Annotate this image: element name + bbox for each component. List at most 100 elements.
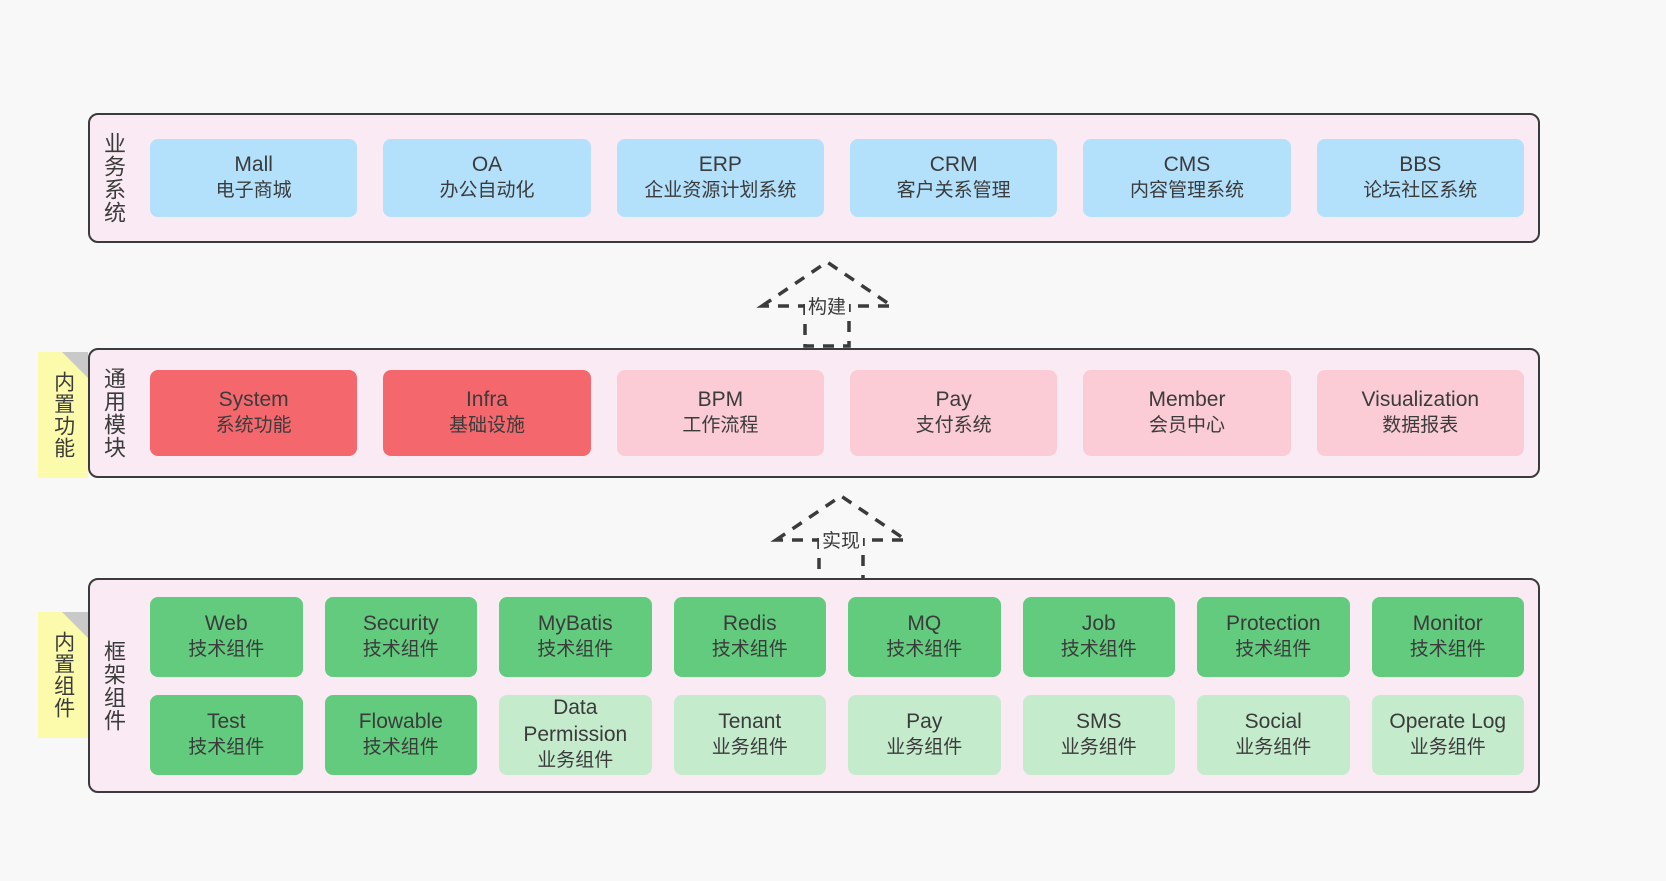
card-web-cn: 技术组件 — [188, 638, 265, 660]
connector-build: 构建 — [756, 258, 898, 348]
card-mq-cn: 技术组件 — [886, 638, 963, 660]
card-mall-en: Mall — [234, 153, 273, 177]
card-infra-cn: 基础设施 — [448, 415, 525, 437]
card-infra-en: Infra — [465, 388, 508, 412]
connector-implement: 实现 — [770, 492, 912, 582]
layer-title-business-system: 业务系统 — [100, 132, 126, 224]
card-cms-en: CMS — [1163, 153, 1211, 177]
card-social[interactable]: Social 业务组件 — [1197, 694, 1350, 775]
card-monitor-en: Monitor — [1412, 611, 1483, 635]
card-data-permission-en: Data Permission — [523, 696, 628, 747]
card-mybatis-cn: 技术组件 — [537, 638, 614, 660]
note-builtin-features-label: 内置功能 — [51, 371, 75, 459]
note-fold-corner-icon-2 — [62, 612, 88, 638]
card-mq[interactable]: MQ 技术组件 — [848, 596, 1001, 677]
note-builtin-features: 内置功能 — [38, 352, 88, 478]
card-infra[interactable]: Infra 基础设施 — [383, 370, 591, 456]
card-job[interactable]: Job 技术组件 — [1022, 596, 1175, 677]
card-oa[interactable]: OA 办公自动化 — [383, 139, 591, 217]
card-data-permission[interactable]: Data Permission 业务组件 — [499, 694, 652, 775]
card-flowable-cn: 技术组件 — [362, 736, 439, 758]
card-tenant[interactable]: Tenant 业务组件 — [673, 694, 826, 775]
card-flowable-en: Flowable — [358, 709, 443, 733]
note-builtin-components-label: 内置组件 — [51, 631, 75, 719]
card-mall-cn: 电子商城 — [215, 180, 292, 202]
card-bbs-cn: 论坛社区系统 — [1363, 180, 1478, 202]
note-fold-corner-icon — [62, 352, 88, 378]
card-cms-cn: 内容管理系统 — [1129, 180, 1244, 202]
card-social-cn: 业务组件 — [1235, 736, 1312, 758]
framework-biz-row: Test 技术组件 Flowable 技术组件 Data Permission … — [150, 694, 1524, 775]
card-test-en: Test — [206, 709, 246, 733]
card-system-cn: 系统功能 — [215, 415, 292, 437]
note-builtin-components: 内置组件 — [38, 612, 88, 738]
card-bbs[interactable]: BBS 论坛社区系统 — [1316, 139, 1524, 217]
card-pay-component[interactable]: Pay 业务组件 — [848, 694, 1001, 775]
layer-body-common-modules: System 系统功能 Infra 基础设施 BPM 工作流程 Pay 支付系统… — [136, 350, 1538, 476]
card-tenant-cn: 业务组件 — [711, 736, 788, 758]
card-protection[interactable]: Protection 技术组件 — [1197, 596, 1350, 677]
card-crm[interactable]: CRM 客户关系管理 — [849, 139, 1058, 217]
card-data-permission-cn: 业务组件 — [537, 750, 614, 772]
card-bpm-en: BPM — [697, 388, 744, 412]
card-redis-cn: 技术组件 — [711, 638, 788, 660]
card-protection-cn: 技术组件 — [1235, 638, 1312, 660]
card-security[interactable]: Security 技术组件 — [324, 596, 477, 677]
card-social-en: Social — [1244, 709, 1302, 733]
card-visualization-en: Visualization — [1361, 388, 1480, 412]
card-pay-module-cn: 支付系统 — [915, 415, 992, 437]
card-bpm[interactable]: BPM 工作流程 — [616, 370, 824, 456]
card-member[interactable]: Member 会员中心 — [1083, 370, 1291, 456]
card-operate-log-en: Operate Log — [1389, 709, 1507, 733]
card-job-cn: 技术组件 — [1060, 638, 1137, 660]
card-mybatis-en: MyBatis — [537, 611, 613, 635]
card-test-cn: 技术组件 — [188, 736, 265, 758]
card-monitor[interactable]: Monitor 技术组件 — [1371, 596, 1524, 677]
card-erp[interactable]: ERP 企业资源计划系统 — [616, 139, 824, 217]
business-card-row: Mall 电子商城 OA 办公自动化 ERP 企业资源计划系统 CRM 客户关系… — [150, 139, 1524, 217]
card-crm-en: CRM — [929, 153, 978, 177]
layer-common-modules: 通用模块 System 系统功能 Infra 基础设施 BPM 工作流程 Pay… — [88, 348, 1540, 478]
card-security-en: Security — [362, 611, 439, 635]
card-sms-cn: 业务组件 — [1060, 736, 1137, 758]
card-member-cn: 会员中心 — [1148, 415, 1225, 437]
card-mybatis[interactable]: MyBatis 技术组件 — [499, 596, 652, 677]
card-tenant-en: Tenant — [718, 709, 782, 733]
framework-tech-row: Web 技术组件 Security 技术组件 MyBatis 技术组件 Redi… — [150, 596, 1524, 677]
module-card-row: System 系统功能 Infra 基础设施 BPM 工作流程 Pay 支付系统… — [150, 370, 1524, 456]
card-web-en: Web — [204, 611, 248, 635]
card-test[interactable]: Test 技术组件 — [150, 694, 303, 775]
card-oa-cn: 办公自动化 — [439, 180, 535, 202]
card-cms[interactable]: CMS 内容管理系统 — [1083, 139, 1291, 217]
card-member-en: Member — [1148, 388, 1226, 412]
card-pay-component-cn: 业务组件 — [886, 736, 963, 758]
card-pay-component-en: Pay — [906, 709, 943, 733]
card-redis[interactable]: Redis 技术组件 — [673, 596, 826, 677]
card-protection-en: Protection — [1225, 611, 1321, 635]
card-system[interactable]: System 系统功能 — [150, 370, 358, 456]
build-arrow-shaft — [803, 304, 851, 348]
card-erp-cn: 企业资源计划系统 — [644, 180, 797, 202]
layer-framework-components: 框架组件 Web 技术组件 Security 技术组件 MyBatis 技术组件… — [88, 578, 1540, 793]
card-pay-module[interactable]: Pay 支付系统 — [849, 370, 1058, 456]
card-visualization[interactable]: Visualization 数据报表 — [1316, 370, 1524, 456]
card-mall[interactable]: Mall 电子商城 — [150, 139, 358, 217]
card-mq-en: MQ — [907, 611, 942, 635]
card-sms-en: SMS — [1075, 709, 1122, 733]
layer-body-framework-components: Web 技术组件 Security 技术组件 MyBatis 技术组件 Redi… — [136, 580, 1538, 791]
card-bbs-en: BBS — [1399, 153, 1442, 177]
card-operate-log[interactable]: Operate Log 业务组件 — [1371, 694, 1524, 775]
card-flowable[interactable]: Flowable 技术组件 — [324, 694, 477, 775]
card-monitor-cn: 技术组件 — [1409, 638, 1486, 660]
card-sms[interactable]: SMS 业务组件 — [1022, 694, 1175, 775]
card-operate-log-cn: 业务组件 — [1409, 736, 1486, 758]
card-system-en: System — [218, 388, 289, 412]
card-security-cn: 技术组件 — [362, 638, 439, 660]
card-crm-cn: 客户关系管理 — [896, 180, 1011, 202]
card-erp-en: ERP — [698, 153, 742, 177]
card-pay-module-en: Pay — [935, 388, 972, 412]
card-web[interactable]: Web 技术组件 — [150, 596, 303, 677]
card-bpm-cn: 工作流程 — [682, 415, 759, 437]
card-job-en: Job — [1081, 611, 1116, 635]
